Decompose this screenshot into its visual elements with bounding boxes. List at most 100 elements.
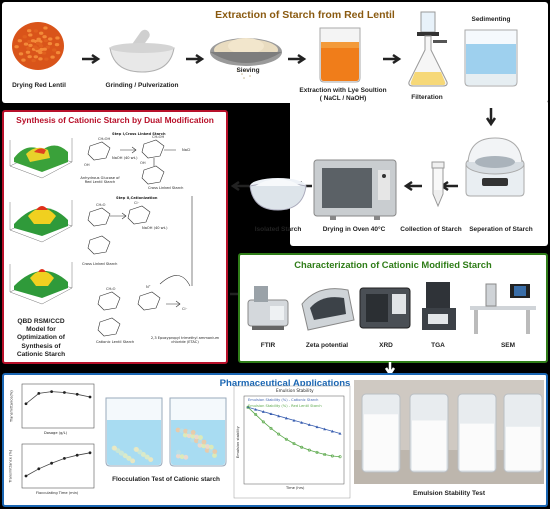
red-lentil-icon: [12, 22, 64, 70]
zeta-instrument-icon: [301, 288, 355, 331]
arrow-2: [186, 53, 205, 65]
emulsion-series1-point-12: [338, 431, 342, 435]
extraction-title: Extraction of Starch from Red Lentil: [215, 9, 395, 21]
emulsion-series2-point-2: [261, 420, 265, 424]
qbd-line-1: QBD RSM/CCD: [17, 318, 65, 325]
dosage-chart: [21, 383, 95, 429]
step-sedimenting-label: Sedimenting: [471, 16, 511, 23]
emulsion-series2-point-3: [269, 426, 273, 430]
dosage-chart-point-3: [63, 391, 66, 394]
arrow-9: [230, 180, 249, 192]
time-chart-point-0: [24, 474, 28, 478]
step-collection-label: Collection of Starch: [400, 226, 462, 233]
arrow-4: [383, 53, 402, 65]
sem-instrument-icon: [470, 283, 536, 334]
svg-text:CH₂O: CH₂O: [106, 287, 116, 291]
emulsion-series1-point-3: [269, 412, 273, 416]
dosage-chart-point-0: [24, 402, 28, 406]
emulsion-chart-title: Emulsion Stability: [276, 388, 314, 393]
emulsion-legend-1: Emulsion Stability (%) - Cationic Starch: [248, 398, 319, 402]
qbd-line-5: Cationic Starch: [16, 350, 66, 358]
emulsion-series1-point-2: [261, 410, 265, 413]
arrow-1: [82, 53, 101, 65]
collection-tube-icon: [431, 161, 445, 208]
emulsion-series1-point-0: [246, 405, 250, 409]
xrd-instrument-icon: [359, 287, 411, 329]
emulsion-series2-point-5: [284, 437, 288, 441]
emulsion-series1-point-4: [277, 414, 281, 418]
anhydrous-label: Anhydrous Glucose of Red Lentil Starch: [80, 176, 120, 185]
ftir-instrument-icon: [247, 286, 289, 330]
qbd-label: QBD RSM/CCD Model for Optimization of Sy…: [10, 318, 72, 359]
sieve-icon: [210, 38, 282, 79]
emulsion-series2-point-7: [300, 445, 304, 449]
svg-text:CH₂O: CH₂O: [96, 203, 106, 207]
flocculation-beaker-1: [105, 397, 163, 467]
emulsion-series2-point-6: [292, 442, 296, 446]
emulsion-series1-point-1: [254, 407, 258, 411]
char-zeta-label: Zeta potential: [305, 342, 349, 349]
time-chart-point-3: [63, 457, 66, 460]
time-chart-point-5: [88, 451, 92, 455]
emulsion-series1-point-9: [315, 425, 319, 429]
chart1-ylabel: Transmittance(%): [9, 390, 14, 423]
char-ftir-label: FTIR: [260, 342, 276, 349]
emulsion-xlabel: Time (hrs): [286, 486, 305, 490]
step2-label: Step II,Cationization: [116, 196, 158, 200]
emulsion-label: Emulsion Stability Test: [412, 490, 486, 497]
svg-text:CH₂OH: CH₂OH: [152, 135, 164, 139]
step1-label: Step I,Cross Linked Starch: [112, 132, 166, 136]
flocculation-label: Flocculation Test of Cationic starch: [112, 476, 220, 483]
emulsion-photo: [354, 380, 544, 484]
characterization-title: Characterization of Cationic Modified St…: [294, 259, 492, 270]
chart2-xlabel: Flocculating Time (min): [36, 491, 79, 495]
emulsion-series1-point-6: [292, 418, 296, 422]
dosage-chart-point-4: [75, 392, 79, 396]
starch-bowl-icon: [249, 178, 307, 211]
naoh-label-2: NaOH (40 wt.): [142, 226, 168, 230]
emulsion-series2-point-4: [277, 432, 281, 436]
step-grinding-label: Grinding / Pulverization: [105, 82, 179, 89]
svg-text:Cl⁻: Cl⁻: [134, 201, 140, 205]
filtration-flask-icon: [408, 11, 448, 87]
time-chart-point-1: [37, 467, 41, 471]
emulsion-series2-point-10: [323, 453, 327, 457]
step-drying-label: Drying Red Lentil: [12, 82, 66, 89]
svg-text:N⁺: N⁺: [146, 285, 151, 289]
char-tga-label: TGA: [431, 342, 445, 349]
time-chart: [21, 443, 95, 489]
emulsion-series2-point-12: [338, 455, 342, 459]
dosage-chart-point-2: [50, 390, 53, 393]
qbd-line-4: Synthesis of: [21, 342, 61, 350]
step-isolated-label: Isolated Starch: [254, 226, 302, 233]
emulsion-series2-point-1: [254, 413, 258, 417]
flocculation-beaker-2: [169, 397, 227, 467]
emulsion-series1-point-8: [307, 423, 311, 426]
drying-oven-icon: [313, 159, 397, 220]
emulsion-ylabel: Emulsion stability: [235, 426, 240, 459]
step-separation-label: Seperation of Starch: [469, 226, 533, 233]
mortar-pestle-icon: [109, 29, 175, 73]
char-xrd-label: XRD: [379, 342, 393, 349]
arrow-5: [485, 108, 497, 127]
naoh-label: NaOH (40 wt.): [112, 156, 138, 160]
cross-linked-label: Cross Linked Starch: [148, 186, 184, 190]
synthesis-title: Synthesis of Cationic Starch by Dual Mod…: [16, 115, 214, 125]
sedimenting-beaker-icon: [464, 29, 518, 87]
tga-instrument-icon: [422, 282, 456, 330]
emulsion-series2-point-9: [315, 450, 319, 454]
svg-text:Cl⁻: Cl⁻: [182, 307, 188, 311]
centrifuge-icon: [465, 137, 525, 197]
time-chart-point-2: [50, 461, 53, 465]
etac-label: 2,3 Epoxypropyl trimethyl ammonium chlor…: [150, 336, 220, 345]
step-sieving-label: Sieving: [236, 67, 260, 74]
extraction-beaker-icon: [319, 27, 361, 83]
arrow-3: [288, 53, 307, 65]
svg-text:OH: OH: [84, 163, 90, 167]
emulsion-series2-point-8: [307, 448, 311, 452]
emulsion-chart: [233, 385, 351, 499]
surface-plot-3: [9, 262, 73, 305]
char-sem-label: SEM: [500, 342, 516, 349]
nacl-label: NaCl: [182, 148, 191, 152]
